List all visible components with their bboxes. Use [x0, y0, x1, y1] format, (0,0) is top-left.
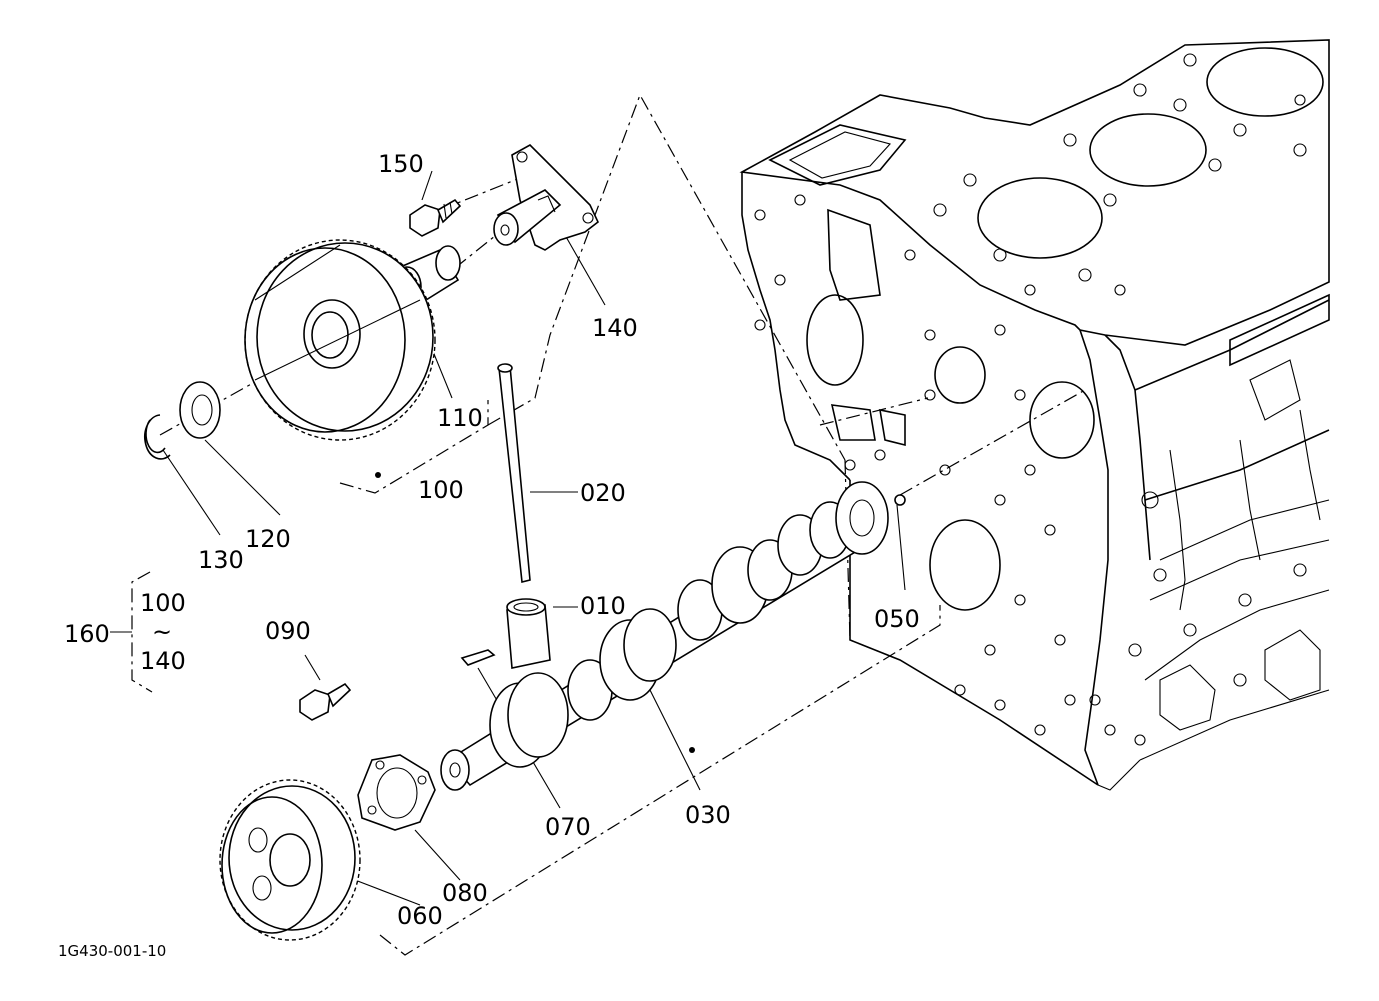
- callout-120: 120: [245, 525, 291, 553]
- circlip: [144, 414, 171, 460]
- callout-010: 010: [580, 592, 626, 620]
- callout-100: 100: [418, 476, 464, 504]
- figure-id: 1G430-001-10: [58, 942, 166, 960]
- callout-020: 020: [580, 479, 626, 507]
- bolt-150: [409, 198, 462, 237]
- callout-130: 130: [198, 546, 244, 574]
- callout-labels: 150 140 110 100 120 130 020 010 050 090 …: [58, 150, 920, 960]
- callout-060: 060: [397, 902, 443, 930]
- marker-dot: [689, 747, 695, 753]
- camshaft: [440, 481, 889, 791]
- callout-070: 070: [545, 813, 591, 841]
- push-rod: [497, 363, 531, 583]
- callout-140: 140: [592, 314, 638, 342]
- engine-block: [739, 39, 1330, 791]
- range-from-label: 100: [140, 589, 186, 617]
- feather-key: [460, 649, 496, 666]
- range-tilde: ~: [152, 618, 172, 646]
- range-to-label: 140: [140, 647, 186, 675]
- cam-gear: [219, 779, 361, 941]
- idler-shaft-holder: [493, 144, 599, 251]
- callout-090: 090: [265, 617, 311, 645]
- thrust-plate: [357, 754, 436, 831]
- callout-030: 030: [685, 801, 731, 829]
- steel-ball: [894, 494, 906, 506]
- thrust-washer: [179, 381, 221, 439]
- bolt-090: [299, 682, 352, 721]
- callout-160: 160: [64, 620, 110, 648]
- tappet: [506, 598, 551, 669]
- callout-050: 050: [874, 605, 920, 633]
- leader-lines: [110, 170, 906, 906]
- marker-dot: [375, 472, 381, 478]
- idler-gear: [244, 239, 436, 441]
- callout-150: 150: [378, 150, 424, 178]
- callout-110: 110: [437, 404, 483, 432]
- callout-080: 080: [442, 879, 488, 907]
